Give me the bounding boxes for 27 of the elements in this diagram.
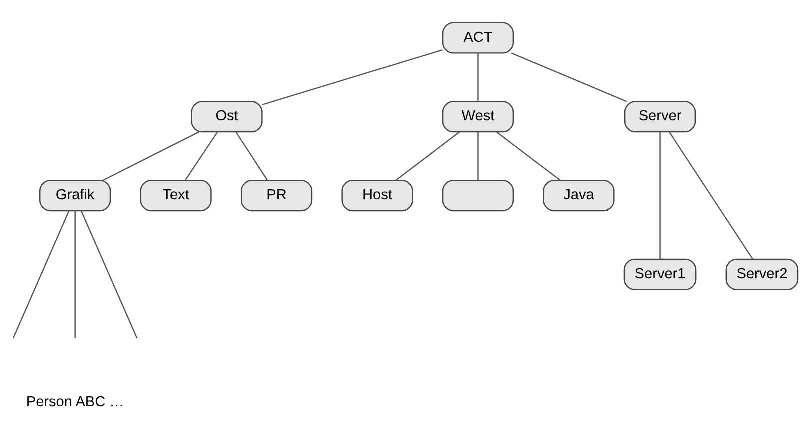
node-box: Server1 xyxy=(624,258,697,290)
connector xyxy=(496,132,561,181)
node-box: Ost xyxy=(191,101,263,133)
connector xyxy=(236,132,268,180)
connector xyxy=(478,53,479,102)
node-box: Grafik xyxy=(40,180,112,212)
connector xyxy=(478,132,479,180)
node-box: West xyxy=(442,101,514,133)
node-box: Text xyxy=(140,180,212,212)
connector xyxy=(103,132,200,181)
connector xyxy=(74,211,76,338)
connector xyxy=(511,52,628,102)
node-box: Host xyxy=(342,180,414,212)
connector xyxy=(669,132,754,260)
node-box: Server2 xyxy=(726,258,799,290)
connector xyxy=(12,210,70,339)
node-box xyxy=(442,180,514,212)
connector xyxy=(262,49,443,106)
node-box: ACT xyxy=(442,22,514,54)
connector xyxy=(660,132,661,260)
connector xyxy=(396,132,460,181)
node-box: Server xyxy=(624,101,696,133)
node-box: PR xyxy=(240,180,313,212)
connector xyxy=(185,132,218,180)
label: Person ABC … xyxy=(26,394,124,411)
node-box: Java xyxy=(543,180,615,212)
connector xyxy=(80,210,138,339)
